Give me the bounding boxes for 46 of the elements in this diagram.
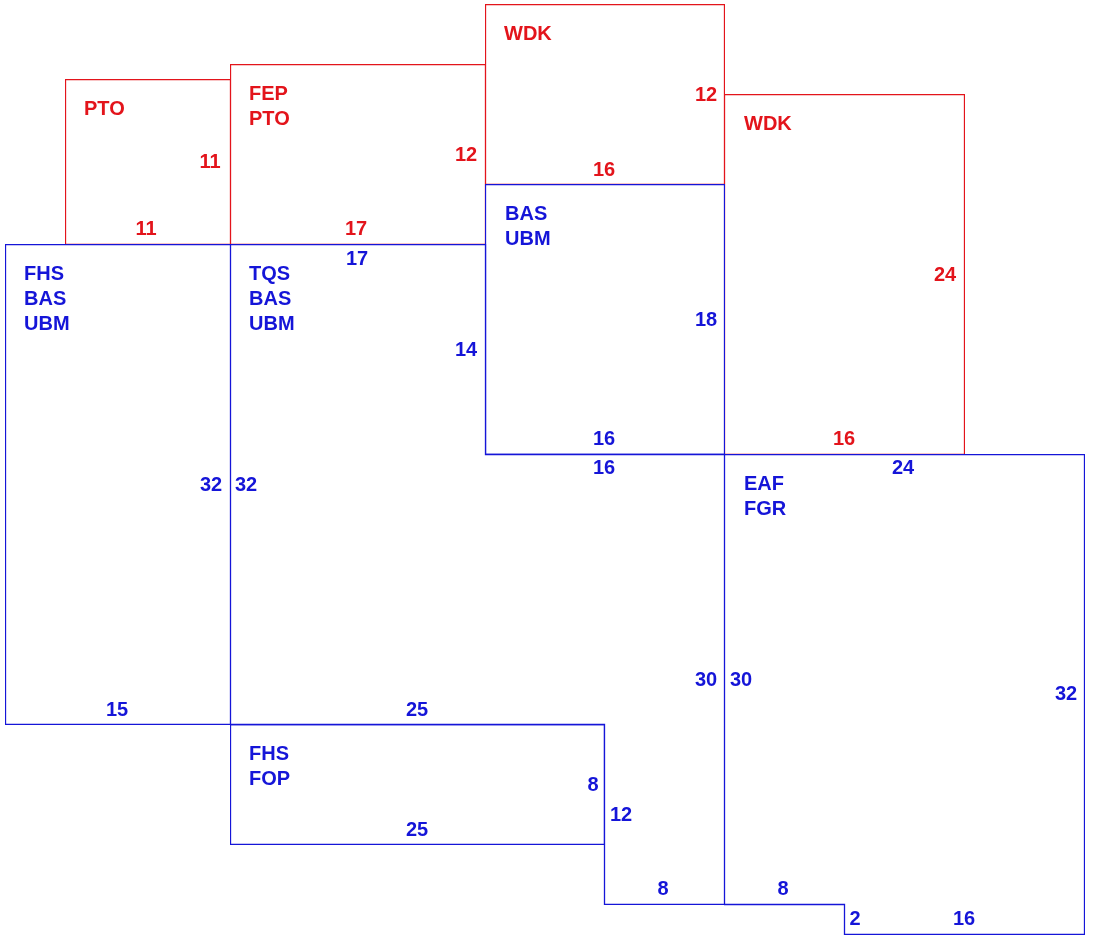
dimension-label: 25 — [405, 818, 429, 840]
dimension-label: 18 — [694, 308, 718, 330]
dimension-label: 8 — [777, 877, 789, 899]
dimension-label: 32 — [234, 473, 258, 495]
dimension-label: 30 — [694, 668, 718, 690]
zone-outline — [485, 184, 725, 455]
dimension-label: 8 — [587, 773, 599, 795]
zone-outline — [724, 454, 1085, 935]
zone-outline — [485, 4, 725, 185]
zone-codes: PTO — [84, 96, 125, 121]
zone-codes: TQS BAS UBM — [249, 261, 295, 336]
dimension-label: 16 — [592, 158, 616, 180]
dimension-label: 25 — [405, 698, 429, 720]
dimension-label: 11 — [199, 150, 221, 172]
zone-outline — [65, 79, 231, 245]
dimension-label: 2 — [849, 907, 861, 929]
zone-codes: FHS BAS UBM — [24, 261, 70, 336]
dimension-label: 12 — [609, 803, 633, 825]
zone-outline — [230, 244, 725, 905]
dimension-label: 32 — [199, 473, 223, 495]
zone-codes: EAF FGR — [744, 471, 787, 521]
zone-outline — [230, 64, 486, 245]
zone-outline — [5, 244, 231, 725]
dimension-label: 14 — [454, 338, 478, 360]
dimension-label: 24 — [933, 263, 957, 285]
dimension-label: 17 — [344, 217, 368, 239]
zone-codes: BAS UBM — [505, 201, 551, 251]
dimension-label: 16 — [592, 456, 616, 478]
dimension-label: 15 — [105, 698, 129, 720]
dimension-label: 24 — [891, 456, 915, 478]
zone-codes: WDK — [504, 21, 552, 46]
dimension-label: 16 — [952, 907, 976, 929]
dimension-label: 12 — [694, 83, 718, 105]
dimension-label: 16 — [832, 427, 856, 449]
zone-codes: FEP PTO — [249, 81, 290, 131]
dimension-label: 8 — [657, 877, 669, 899]
zone-outline — [230, 724, 605, 845]
dimension-label: 16 — [592, 427, 616, 449]
zone-codes: WDK — [744, 111, 792, 136]
zone-codes: FHS FOP — [249, 741, 291, 791]
dimension-label: 32 — [1054, 682, 1078, 704]
dimension-label: 30 — [729, 668, 753, 690]
dimension-label: 17 — [345, 247, 369, 269]
zone-outline — [724, 94, 965, 455]
dimension-label: 12 — [454, 143, 478, 165]
dimension-label: 11 — [135, 217, 157, 239]
